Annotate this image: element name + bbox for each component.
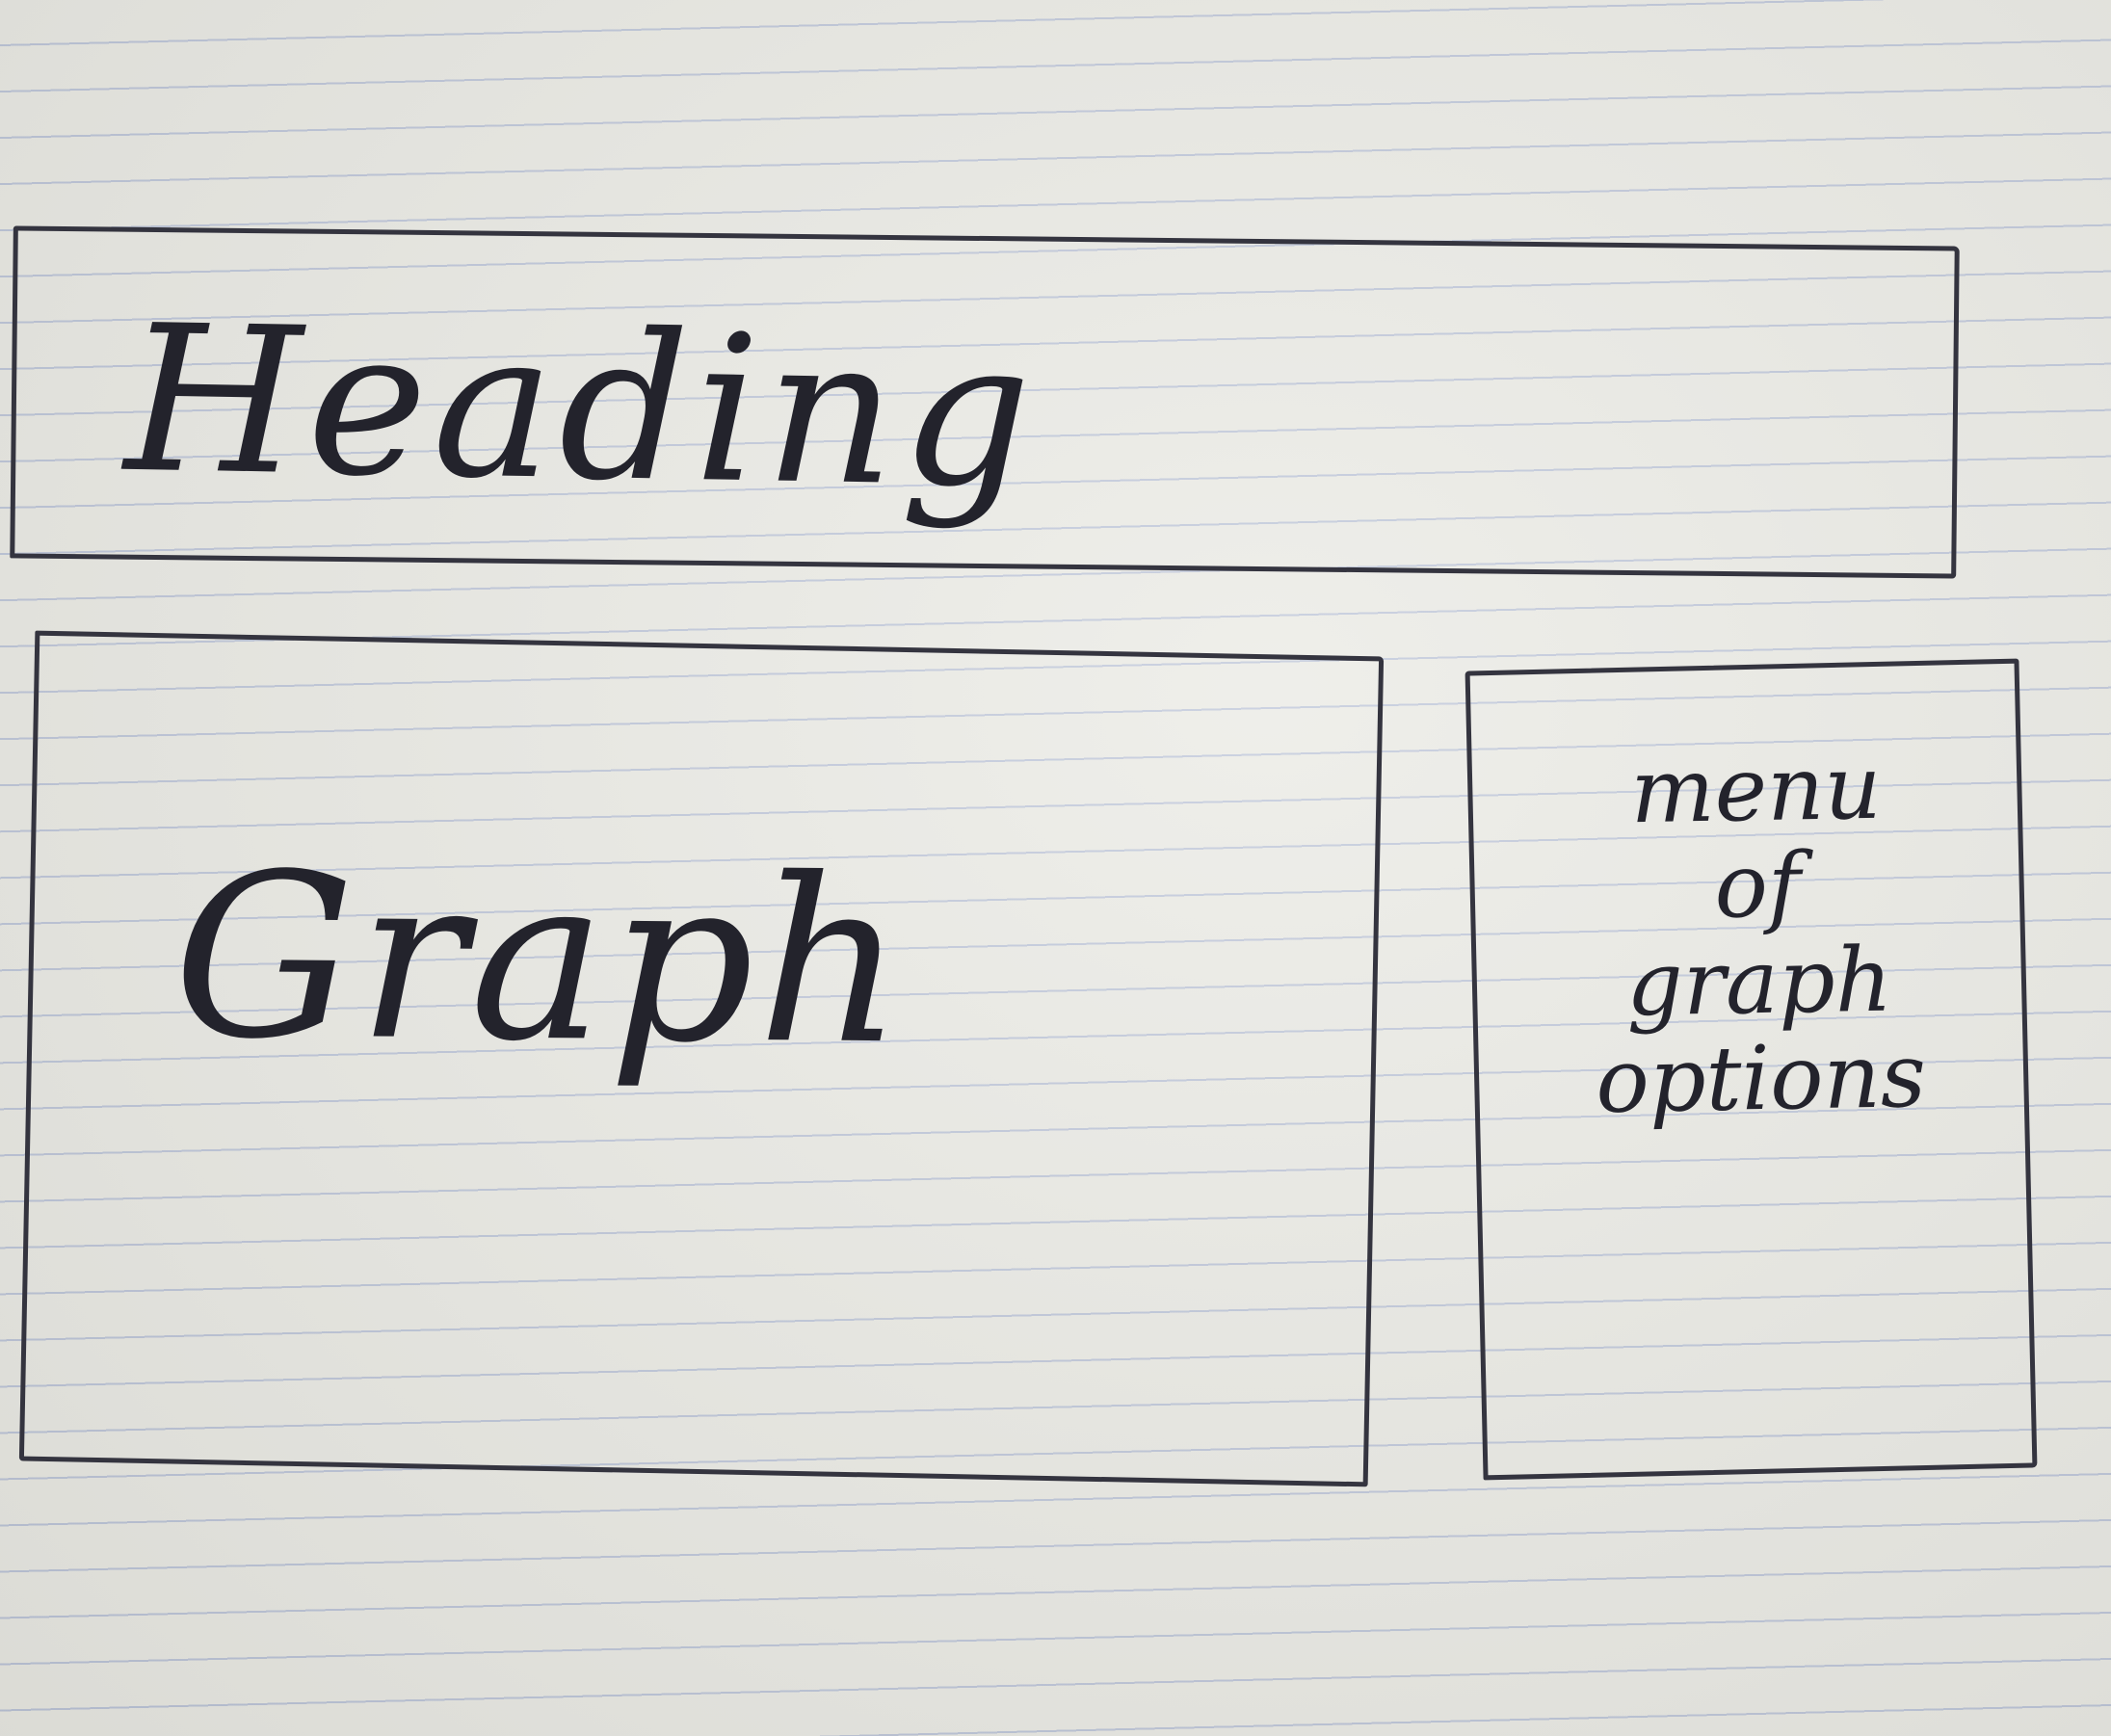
menu-label-line: options [1595, 1023, 1927, 1133]
graph-options-menu-label: menu of graph options [1529, 735, 1989, 1133]
menu-label-line: graph [1625, 928, 1893, 1037]
graph-label: Graph [172, 825, 910, 1095]
menu-label-line: menu [1629, 735, 1883, 844]
menu-label-line: of [1713, 833, 1802, 938]
heading-label: Heading [122, 280, 1039, 534]
